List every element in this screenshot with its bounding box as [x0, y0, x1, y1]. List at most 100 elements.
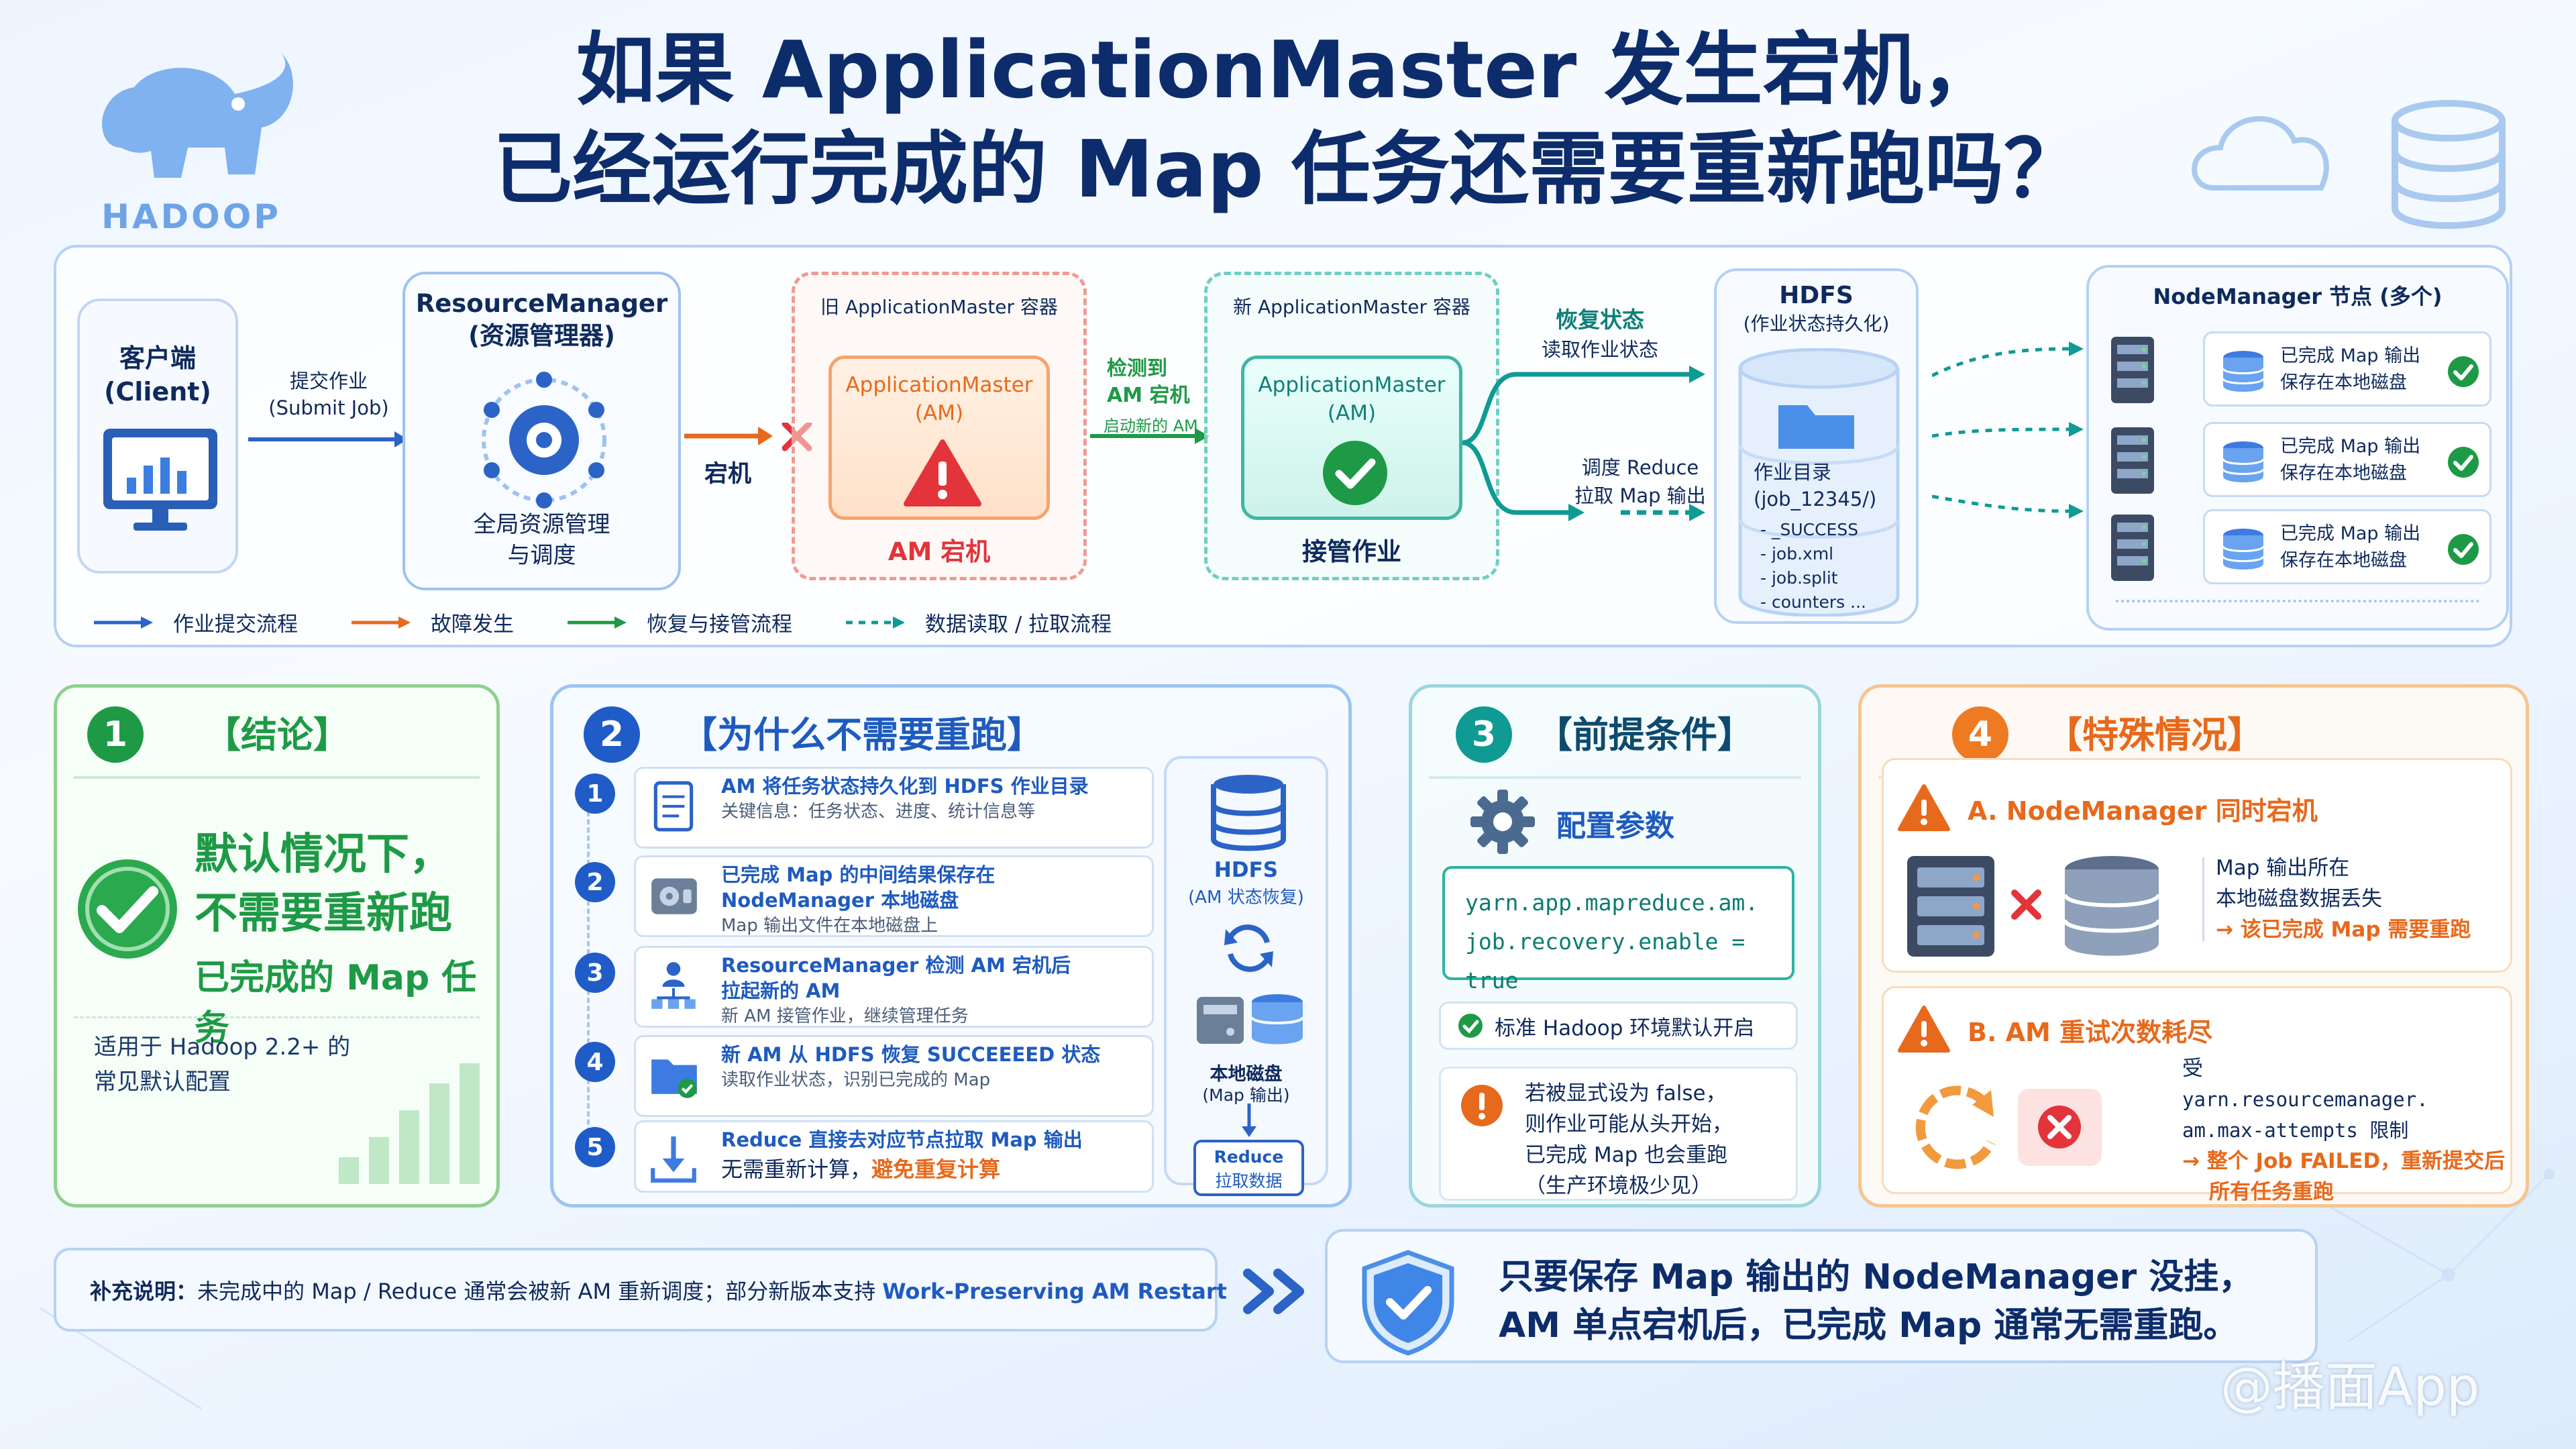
why-item-text-2: NodeManager 本地磁盘 [721, 889, 959, 912]
client-label: 客户端 (Client) [104, 343, 211, 407]
nm-output-line-1: 已完成 Map 输出 [2280, 436, 2421, 457]
hdfs-dir: 作业目录 (job_12345/) [1754, 461, 1877, 511]
legend-failure: 故障发生 [352, 607, 514, 637]
case-a-desc: Map 输出所在 本地磁盘数据丢失 → 该已完成 Map 需要重跑 [2216, 856, 2471, 942]
old-am-box: ApplicationMaster (AM) [828, 356, 1050, 520]
why-item-desc: 新 AM 接管作业，继续管理任务 [721, 1006, 969, 1026]
why-item-icon [653, 781, 694, 832]
check-circle-icon [2448, 356, 2479, 387]
section-1-badge: 1 [87, 706, 144, 763]
nm-node-row: 已完成 Map 输出保存在本地磁盘 [2109, 331, 2491, 409]
check-circle-icon [1323, 441, 1387, 505]
why-item-desc: Map 输出文件在本地磁盘上 [721, 916, 938, 936]
old-am-container: 旧 ApplicationMaster 容器 ApplicationMaster… [792, 272, 1087, 580]
restore-label: 恢复状态 读取作业状态 [1541, 307, 1658, 361]
old-am-header: 旧 ApplicationMaster 容器 [820, 296, 1058, 318]
section-conclusion: 1 【结论】 默认情况下， 不需要重新跑 已完成的 Map 任务 适用于 Had… [54, 684, 500, 1208]
diagram-legend: 作业提交流程故障发生恢复与接管流程数据读取 / 拉取流程 [94, 607, 1165, 637]
summary-box: 只要保存 Map 输出的 NodeManager 没挂， AM 单点宕机后，已完… [1325, 1229, 2318, 1363]
nm-data-arrows [1932, 341, 2084, 519]
hdfs-box: HDFS (作业状态持久化) 作业目录 (job_12345/) - _SUCC… [1714, 268, 1919, 624]
why-item: 2 已完成 Map 的中间结果保存在 NodeManager 本地磁盘 Map 输出文… [567, 855, 1154, 937]
section-prerequisite: 3 【前提条件】 配置参数 yarn.app.mapreduce.am. job… [1409, 684, 1821, 1208]
old-am-status: AM 宕机 [888, 537, 991, 566]
old-am-name: ApplicationMaster [845, 373, 1033, 397]
legend-submit: 作业提交流程 [94, 607, 298, 637]
note-label: 补充说明： [90, 1278, 198, 1304]
client-box: 客户端 (Client) [77, 299, 238, 574]
detect-sublabel: 启动新的 AM [1104, 417, 1198, 435]
title-line-2: 已经运行完成的 Map 任务还需要重新跑吗？ [493, 123, 2083, 215]
local-disk-icon [1197, 994, 1304, 1044]
legend-label: 故障发生 [431, 612, 514, 637]
nm-output-line-1: 已完成 Map 输出 [2280, 523, 2421, 544]
hdfs-file-item: - _SUCCESS [1760, 520, 1859, 539]
disk-icon [2222, 351, 2265, 392]
recovery-side-panel: HDFS (AM 状态恢复) 本地磁盘 (Map 输出) Reduce 拉取数据 [1164, 756, 1328, 1196]
summary-text: 只要保存 Map 输出的 NodeManager 没挂， AM 单点宕机后，已完… [1499, 1257, 2254, 1346]
nm-output-card: 已完成 Map 输出保存在本地磁盘 [2203, 331, 2491, 407]
why-item-card [634, 1120, 1154, 1193]
rm-desc-1: 全局资源管理 [473, 511, 610, 538]
submit-arrow [248, 431, 408, 447]
new-am-container: 新 ApplicationMaster 容器 ApplicationMaster… [1204, 272, 1499, 580]
why-item-number: 4 [575, 1042, 615, 1082]
conclusion-note: 适用于 Hadoop 2.2+ 的 常见默认配置 [94, 1034, 351, 1095]
server-icon [2111, 427, 2154, 494]
legend-data: 数据读取 / 拉取流程 [846, 607, 1112, 637]
cloud-database-icon [2192, 100, 2506, 229]
why-item-card [634, 767, 1154, 849]
section-4-title: 【特殊情况】 [2046, 714, 2263, 756]
case-b-retry-failed-icon [1915, 1085, 2102, 1169]
warning-line: 已完成 Map 也会重跑 [1525, 1143, 1728, 1167]
why-item-card [634, 946, 1154, 1028]
rm-desc-2: 与调度 [507, 542, 576, 569]
why-item-icon [651, 1059, 697, 1098]
why-item-number: 2 [575, 862, 615, 902]
logo-text: HADOOP [101, 197, 281, 236]
nodemanager-panel: NodeManager 节点 (多个) 已完成 Map 输出保存在本地磁盘已完成… [2086, 265, 2509, 631]
server-icon [2111, 515, 2154, 581]
why-item-number: 1 [575, 773, 615, 814]
nm-output-line-2: 保存在本地磁盘 [2280, 550, 2407, 571]
hdfs-database-icon [1211, 775, 1286, 851]
hdfs-subtitle: (作业状态持久化) [1743, 313, 1890, 335]
note-text: 未完成中的 Map / Reduce 通常会被新 AM 重新调度；部分新版本支持 [197, 1278, 876, 1304]
legend-arrow-icon [352, 616, 411, 629]
warning-line: （生产环境极少见） [1525, 1174, 1712, 1198]
case-b-title: B. AM 重试次数耗尽 [1968, 1018, 2213, 1047]
warning-line: 则作业可能从头开始， [1525, 1112, 1733, 1136]
nm-output-card: 已完成 Map 输出保存在本地磁盘 [2203, 509, 2491, 584]
why-item-text-2: 拉起新的 AM [721, 979, 841, 1002]
why-item-text: 已完成 Map 的中间结果保存在 [721, 863, 996, 886]
check-small-icon [1458, 1014, 1483, 1038]
bar-chart-decoration-icon [339, 1063, 480, 1184]
alert-icon [1461, 1085, 1503, 1126]
check-circle-icon [2448, 447, 2479, 478]
warning-icon [904, 439, 981, 506]
scheduler-gear-icon [482, 372, 606, 508]
hdfs-storage-icon [1738, 348, 1900, 616]
why-item-desc: 关键信息：任务状态、进度、统计信息等 [721, 802, 1036, 822]
why-item-card [634, 855, 1154, 937]
nm-output-line-2: 保存在本地磁盘 [2280, 463, 2407, 484]
detect-label: 检测到 AM 宕机 [1107, 357, 1190, 407]
why-item-desc: 无需重新计算， [721, 1157, 872, 1182]
config-title: 配置参数 [1556, 809, 1674, 843]
down-arrow-icon [1242, 1104, 1256, 1137]
why-item-text: Reduce 直接去对应节点拉取 Map 输出 [721, 1128, 1083, 1151]
folder-icon [1778, 405, 1854, 449]
supplementary-note: 补充说明：未完成中的 Map / Reduce 通常会被新 AM 重新调度；部分… [54, 1248, 1227, 1332]
case-b-card: B. AM 重试次数耗尽 受 yarn.resourcemanager. am.… [1882, 986, 2512, 1204]
section-4-badge: 4 [1952, 706, 2008, 763]
pull-label: 调度 Reduce 拉取 Map 输出 [1574, 456, 1706, 507]
watermark: @播面App [2220, 1357, 2480, 1417]
case-a-warning-icon [1898, 784, 1950, 831]
case-a-node-disk-icon [1907, 856, 2161, 957]
config-code-block: yarn.app.mapreduce.am. job.recovery.enab… [1442, 866, 1794, 994]
legend-arrow-icon [846, 616, 905, 629]
disk-icon [2222, 529, 2265, 570]
